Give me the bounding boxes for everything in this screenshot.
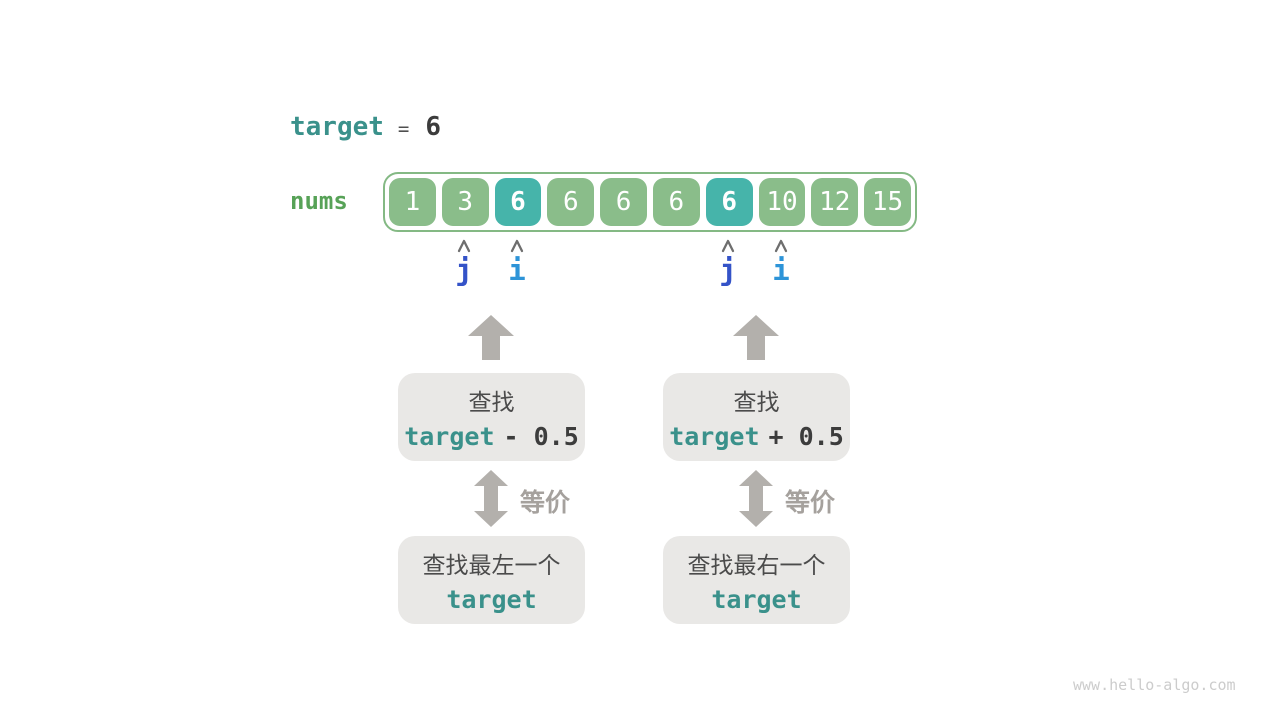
array-cell: 6 [652, 178, 700, 226]
target-keyword: target [669, 422, 760, 451]
double-arrow-vertical-icon [739, 470, 773, 527]
search-target-plus-box: 查找 target + 0.5 [663, 373, 850, 461]
target-value-line: target = 6 [290, 112, 441, 142]
target-keyword: target [711, 585, 802, 614]
arrow-up-icon [733, 315, 779, 360]
pointer-letter: i [508, 253, 526, 287]
caret-up-icon [774, 239, 788, 253]
array-cell: 6 [494, 178, 542, 226]
box-expression: target [711, 585, 801, 614]
target-keyword: target [290, 112, 384, 142]
array-cell: 1 [389, 178, 436, 226]
box-caption: 查找 [733, 389, 780, 415]
search-target-minus-box: 查找 target - 0.5 [398, 373, 585, 461]
expression-suffix: + 0.5 [768, 422, 844, 451]
array-cell: 3 [441, 178, 489, 226]
pointer-letter: j [719, 253, 737, 287]
caret-up-icon [457, 239, 471, 253]
arrow-up-icon [468, 315, 514, 360]
box-expression: target + 0.5 [669, 422, 844, 451]
search-rightmost-target-box: 查找最右一个 target [663, 536, 850, 624]
target-value: 6 [425, 112, 442, 142]
search-leftmost-target-box: 查找最左一个 target [398, 536, 585, 624]
array-cell: 6 [600, 178, 647, 226]
box-caption: 查找最左一个 [422, 552, 561, 578]
array-cell: 15 [864, 178, 911, 226]
box-expression: target [446, 585, 536, 614]
caret-up-icon [721, 239, 735, 253]
double-arrow-vertical-icon [474, 470, 508, 527]
watermark: www.hello-algo.com [1073, 676, 1236, 694]
pointer-letter: j [455, 253, 473, 287]
nums-array: 1 3 6 6 6 6 6 10 12 15 [383, 172, 917, 232]
box-expression: target - 0.5 [404, 422, 579, 451]
box-caption: 查找 [468, 389, 515, 415]
target-keyword: target [446, 585, 537, 614]
pointer-letter: i [772, 253, 790, 287]
pointer-i-right: i [761, 239, 801, 285]
target-keyword: target [404, 422, 495, 451]
nums-array-label: nums [290, 187, 348, 215]
equals-sign: = [397, 118, 410, 140]
equivalence-label: 等价 [520, 489, 571, 517]
array-cell: 6 [705, 178, 753, 226]
pointer-i-left: i [497, 239, 537, 285]
expression-suffix: - 0.5 [503, 422, 579, 451]
array-cell: 12 [811, 178, 859, 226]
pointer-j-left: j [444, 239, 484, 285]
equivalence-label: 等价 [785, 489, 836, 517]
array-cell: 10 [758, 178, 806, 226]
array-cell: 6 [547, 178, 595, 226]
box-caption: 查找最右一个 [687, 552, 826, 578]
caret-up-icon [510, 239, 524, 253]
pointer-j-right: j [708, 239, 748, 285]
